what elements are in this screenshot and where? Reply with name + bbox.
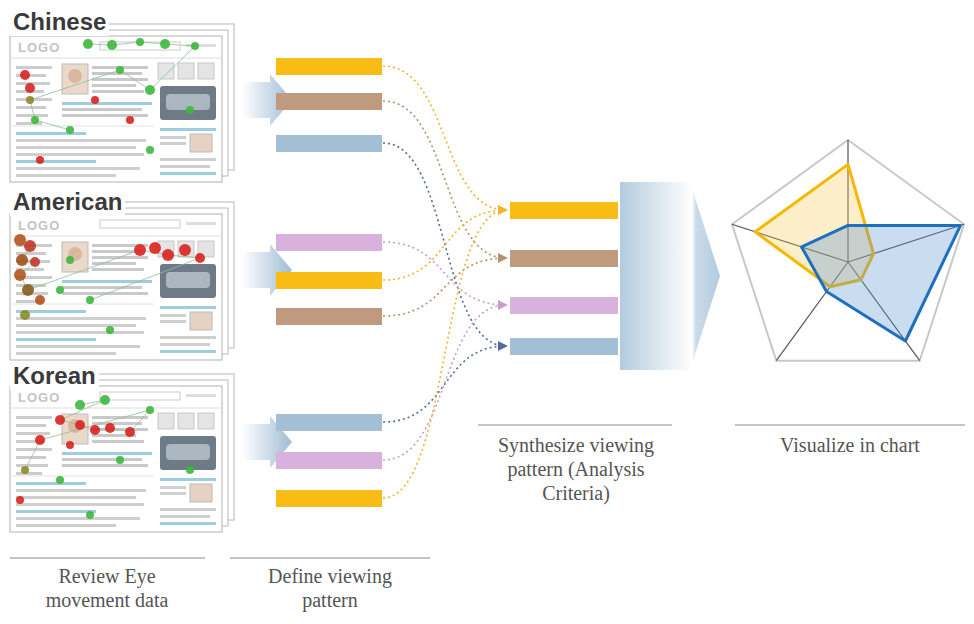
group-heading: Korean (10, 362, 99, 390)
group-heading: Chinese (10, 8, 109, 36)
logo-text: LOGO (18, 218, 60, 234)
step-caption: Visualize in chart (735, 433, 965, 457)
caption-rule (10, 425, 965, 558)
radar-chart (732, 140, 964, 361)
step-caption: Define viewing pattern (255, 564, 405, 612)
gaze-path (20, 42, 200, 470)
step-caption: Synthesize viewing pattern (Analysis Cri… (476, 433, 676, 505)
group-heading: American (10, 188, 125, 216)
fixation-dots (14, 38, 205, 519)
process-chevron (242, 74, 720, 468)
screenshot-panel: AmericanLOGO (10, 188, 224, 360)
screenshot-panel: KoreanLOGO (10, 362, 224, 532)
screenshot-panel: ChineseLOGO (10, 8, 224, 182)
logo-text: LOGO (18, 40, 60, 56)
step-caption: Review Eye movement data (32, 564, 182, 612)
screenshot-stack (10, 24, 234, 532)
logo-text: LOGO (18, 390, 60, 406)
dotted-mapping-line (383, 66, 506, 498)
